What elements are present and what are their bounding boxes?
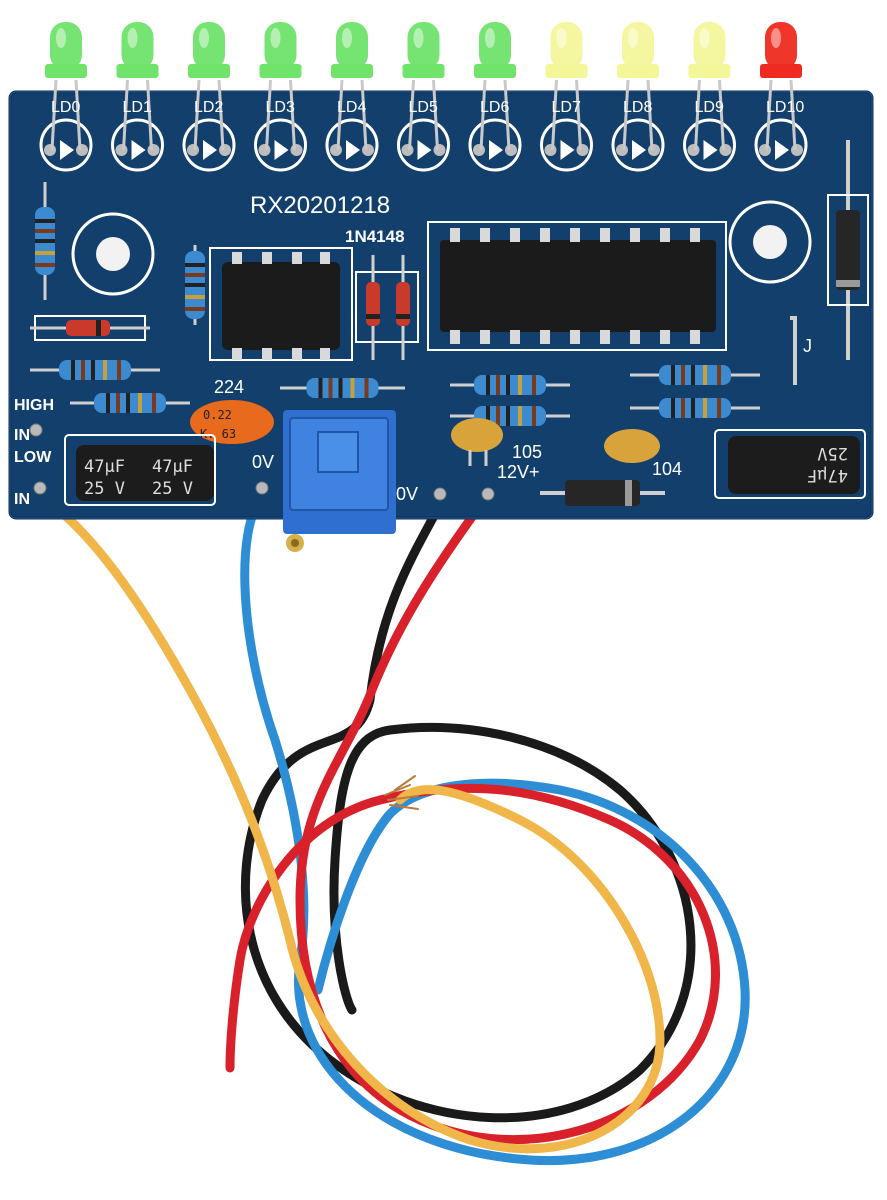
resistor [30, 360, 160, 380]
power-diode-vertical [827, 140, 869, 360]
0v-label-left: 0V [252, 452, 274, 472]
led-label: LD2 [194, 99, 223, 116]
trimmer-potentiometer [283, 410, 396, 552]
led-label: LD10 [766, 99, 804, 116]
cap-105-label: 105 [512, 442, 542, 462]
pcb-board: RX20201218 1N4148 [8, 22, 874, 552]
led-label: LD7 [552, 99, 581, 116]
led-label: LD5 [409, 99, 438, 116]
12v-label: 12V+ [497, 462, 540, 482]
elec-cap-mid-value: 47μF [152, 457, 193, 477]
led-label: LD9 [695, 99, 724, 116]
resistor [630, 398, 760, 418]
ic-8pin [209, 247, 353, 361]
low-label: LOW [14, 449, 52, 466]
yellow-wire [40, 495, 665, 1154]
led-bar: LD0 LD1 LD2 LD3 LD4 LD5 LD6 LD7 LD8 LD9 LD10 [39, 22, 808, 172]
resistor [630, 365, 760, 385]
cap-104-label: 104 [652, 459, 682, 479]
elec-cap-right-value: 47μF [807, 465, 848, 485]
led-ld2: LD2 [182, 22, 236, 172]
led-ld6: LD6 [468, 22, 522, 172]
cap-224-label: 224 [214, 377, 244, 397]
wire-pads [29, 423, 495, 501]
wire-bundle [40, 490, 750, 1166]
mounting-hole-right [728, 200, 812, 284]
film-cap-rating: K. 63 [200, 427, 236, 441]
resistor [280, 378, 405, 398]
resistor-vertical [35, 182, 55, 300]
copper-strands [384, 775, 419, 810]
resistor [70, 393, 190, 413]
resistor-group [30, 182, 760, 426]
elec-cap-left-value: 47μF [84, 457, 125, 477]
ic-18pin [427, 221, 727, 351]
ceramic-cap-104 [604, 429, 660, 463]
elec-cap-left-voltage: 25 V [84, 479, 125, 499]
film-cap-value: 0.22 [203, 408, 232, 422]
mounting-hole-left [71, 212, 155, 296]
jumper-label: J [803, 336, 812, 356]
led-ld7: LD7 [540, 22, 593, 172]
diode-part-label: 1N4148 [345, 227, 405, 246]
led-label: LD4 [337, 99, 366, 116]
power-diode-horizontal [540, 480, 665, 506]
film-cap-0-22: 0.22 K. 63 [190, 400, 274, 444]
elec-cap-left: 47μF 25 V 47μF 25 V [64, 434, 216, 506]
diode-1n4148-pair [355, 255, 419, 360]
elec-cap-mid-voltage: 25 V [152, 479, 193, 499]
elec-cap-right-voltage: 25V [817, 443, 848, 463]
led-ld8: LD8 [611, 22, 665, 172]
led-label: LD1 [123, 99, 152, 116]
led-ld1: LD1 [111, 22, 164, 172]
in-label-bottom: IN [14, 491, 30, 508]
led-label: LD0 [51, 99, 80, 116]
in-label-top: IN [14, 427, 30, 444]
led-label: LD8 [623, 99, 652, 116]
led-ld5: LD5 [397, 22, 450, 172]
resistor [450, 406, 570, 426]
resistor-vertical [185, 245, 205, 325]
led-label: LD6 [480, 99, 509, 116]
led-label: LD3 [266, 99, 295, 116]
resistor [450, 375, 570, 395]
led-ld9: LD9 [683, 22, 736, 172]
led-ld0: LD0 [39, 22, 93, 172]
0v-label-right: 0V [396, 484, 418, 504]
diode-glass-left [30, 315, 150, 341]
ceramic-cap-105 [451, 418, 503, 466]
black-wire [240, 500, 696, 1123]
jumper-wire: J [790, 316, 812, 385]
led-ld10: LD10 [754, 22, 808, 172]
led-ld3: LD3 [254, 22, 307, 172]
high-label: HIGH [14, 397, 54, 414]
board-code-label: RX20201218 [250, 192, 390, 219]
led-ld4: LD4 [325, 22, 379, 172]
elec-cap-right: 47μF 25V [714, 429, 866, 499]
red-wire [225, 490, 720, 1144]
